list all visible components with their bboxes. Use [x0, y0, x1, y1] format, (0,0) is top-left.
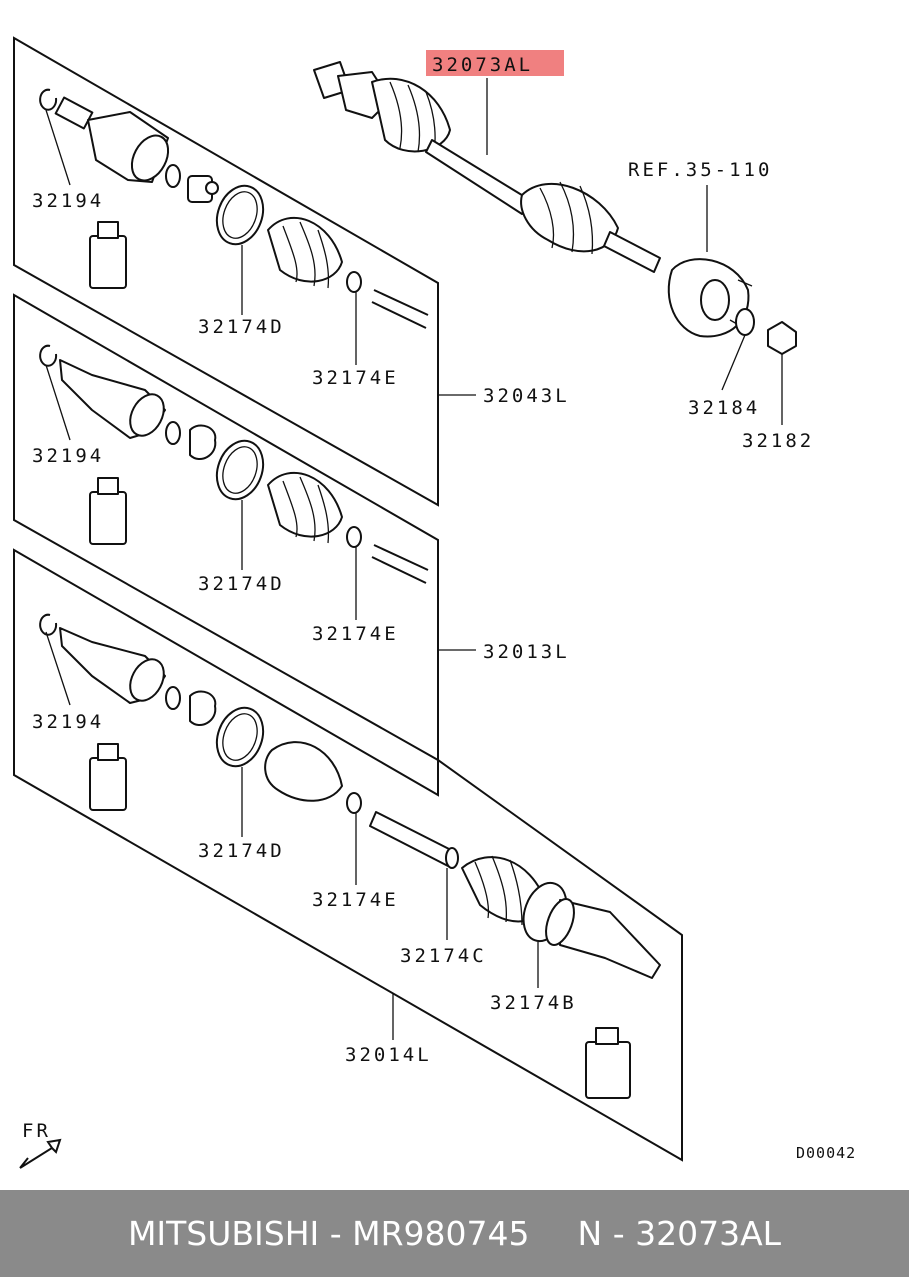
- front-arrow-icon: [19, 1138, 62, 1169]
- boot-icon: [264, 741, 343, 802]
- shaft-icon: [371, 544, 429, 584]
- tripod-icon: [189, 424, 217, 460]
- circlip-icon: [39, 344, 58, 367]
- grease-tube-icon: [585, 1027, 631, 1099]
- footer-brand-part: MITSUBISHI - MR980745: [127, 1214, 530, 1253]
- tripod-icon: [187, 175, 219, 203]
- outer-joint-icon: [59, 627, 166, 704]
- boot-icon: [267, 471, 343, 544]
- outer-joint-icon: [54, 96, 170, 183]
- leader-line: [45, 631, 71, 706]
- highlight-box: [426, 50, 564, 76]
- exploded-view: 32194 32174D 32174E 32194 32174D 32174E …: [13, 36, 856, 1169]
- grease-tube-icon: [89, 221, 127, 289]
- front-marker-label: FR: [22, 1120, 51, 1142]
- boot-band-icon: [215, 706, 265, 768]
- inner-joint-icon: [545, 898, 661, 979]
- label-g1-small-band: 32174E: [312, 367, 399, 389]
- o-ring-icon: [165, 686, 181, 710]
- small-band-icon: [346, 271, 362, 293]
- label-g2-assy: 32043L: [483, 385, 570, 407]
- circlip-icon: [39, 88, 58, 111]
- footer-ref-part: N - 32073AL: [577, 1214, 782, 1253]
- label-g3-boot-band: 32174D: [198, 840, 285, 862]
- parts-diagram: 32194 32174D 32174E 32194 32174D 32174E …: [13, 36, 856, 1169]
- diagram-code: D00042: [796, 1144, 856, 1162]
- tripod-icon: [189, 690, 217, 726]
- o-ring-icon: [165, 421, 181, 445]
- boot-band-icon: [215, 439, 265, 501]
- label-g2-small-band: 32174E: [312, 623, 399, 645]
- label-g2-boot-band: 32174D: [198, 573, 285, 595]
- footer-bar: MITSUBISHI - MR980745 N - 32073AL: [0, 1190, 909, 1277]
- drive-shaft-icon: [313, 61, 661, 273]
- label-g3-assy-lower: 32014L: [345, 1044, 432, 1066]
- leader-line: [45, 364, 71, 441]
- outer-joint-icon: [59, 359, 166, 439]
- label-32182: 32182: [742, 430, 814, 452]
- group-1-panel: [13, 36, 439, 507]
- group-3-panel: [13, 548, 683, 1162]
- label-g1-circlip: 32194: [32, 190, 104, 212]
- label-main-part: 32073AL: [432, 54, 533, 76]
- label-g3-circlip: 32194: [32, 711, 104, 733]
- boot-icon: [267, 216, 343, 289]
- label-g1-boot-band: 32174D: [198, 316, 285, 338]
- grease-tube-icon: [89, 743, 127, 811]
- label-ref: REF.35-110: [628, 159, 772, 181]
- group-2-panel: [13, 293, 439, 762]
- label-32184: 32184: [688, 397, 760, 419]
- label-g3-assy: 32013L: [483, 641, 570, 663]
- small-band-icon: [346, 792, 362, 814]
- label-g2-circlip: 32194: [32, 445, 104, 467]
- boot-band-icon: [215, 184, 265, 246]
- nut-icon: [767, 321, 797, 355]
- o-ring-icon: [165, 164, 181, 188]
- circlip-icon: [39, 613, 58, 636]
- shaft-icon: [369, 811, 456, 867]
- leader-line: [721, 334, 746, 391]
- small-band-icon: [346, 526, 362, 548]
- shaft-icon: [371, 289, 429, 329]
- leader-line: [45, 109, 71, 186]
- grease-tube-icon: [89, 477, 127, 545]
- label-g3-band-b: 32174B: [490, 992, 577, 1014]
- band-c-icon: [445, 847, 459, 869]
- label-g3-small-band: 32174E: [312, 889, 399, 911]
- label-g3-band-c: 32174C: [400, 945, 487, 967]
- washer-icon: [735, 308, 755, 336]
